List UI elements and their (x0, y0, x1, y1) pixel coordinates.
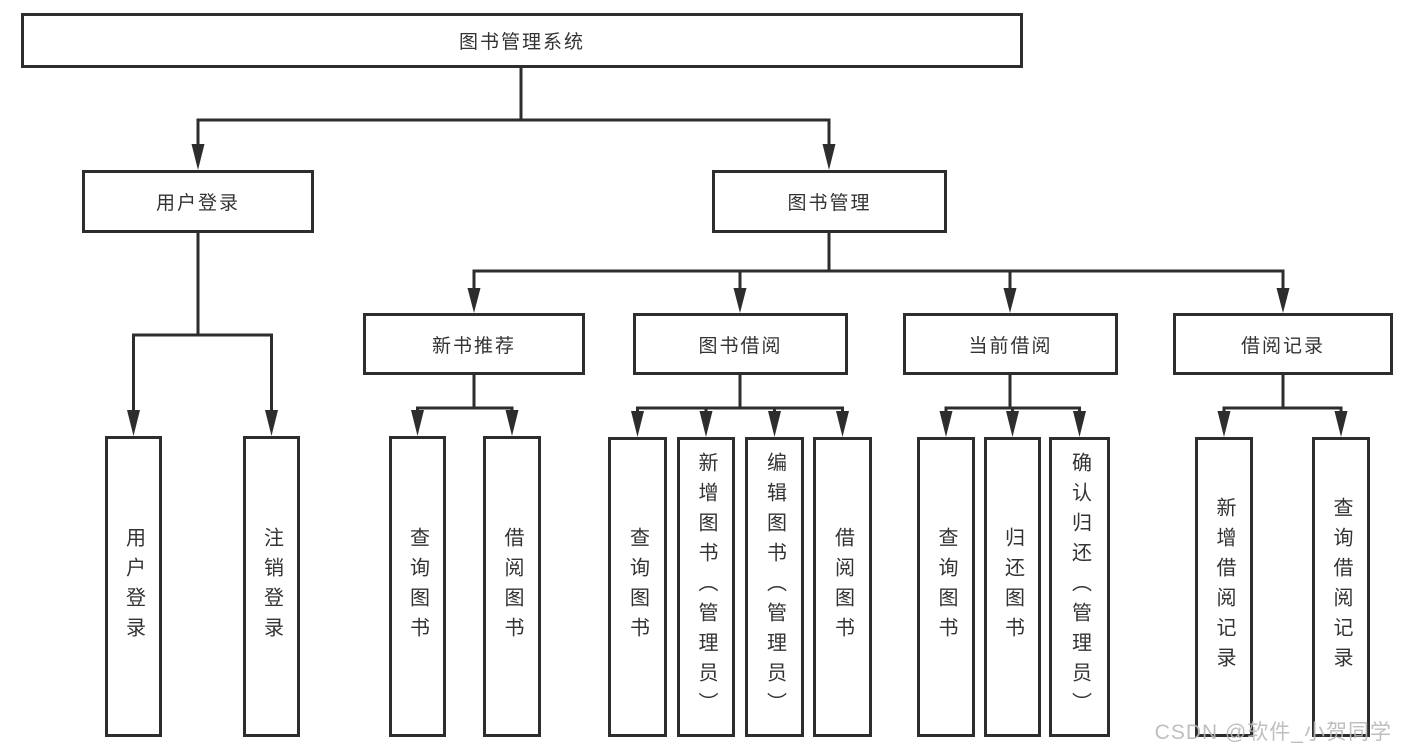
leaf-query-books-recommend: 查询图书 (389, 436, 446, 737)
node-label: 用户登录 (155, 193, 240, 214)
node-library-management-system: 图书管理系统 (21, 13, 1023, 68)
leaf-label: 查询借阅记录 (1330, 497, 1352, 677)
leaf-add-books-admin: 新增图书（管理员） (677, 437, 735, 737)
node-book-borrow: 图书借阅 (633, 313, 848, 375)
leaf-label: 注销登录 (260, 526, 283, 647)
node-current-borrow: 当前借阅 (903, 313, 1118, 375)
leaf-add-borrow-record: 新增借阅记录 (1195, 437, 1253, 737)
node-borrow-record: 借阅记录 (1173, 313, 1393, 375)
leaf-label: 编辑图书（管理员） (763, 452, 786, 722)
leaf-confirm-return-admin: 确认归还（管理员） (1049, 437, 1110, 737)
node-label: 图书借阅 (698, 335, 783, 357)
leaf-borrow-books: 借阅图书 (813, 437, 872, 737)
leaf-logout: 注销登录 (243, 436, 300, 737)
node-user-login: 用户登录 (82, 170, 314, 233)
node-label: 当前借阅 (968, 335, 1053, 357)
leaf-label: 用户登录 (122, 526, 145, 647)
node-label: 图书管理 (787, 193, 872, 214)
leaf-label: 查询图书 (935, 527, 957, 647)
leaf-label: 新增借阅记录 (1213, 497, 1235, 677)
node-book-management: 图书管理 (712, 170, 947, 233)
leaf-edit-books-admin: 编辑图书（管理员） (745, 437, 804, 737)
leaf-query-books-borrow: 查询图书 (608, 437, 667, 737)
leaf-user-login: 用户登录 (105, 436, 162, 737)
node-label: 新书推荐 (431, 335, 516, 357)
leaf-label: 查询图书 (626, 527, 649, 647)
leaf-label: 查询图书 (406, 526, 429, 647)
leaf-borrow-books-recommend: 借阅图书 (483, 436, 541, 737)
node-label: 借阅记录 (1240, 335, 1325, 357)
leaf-label: 新增图书（管理员） (695, 452, 717, 722)
leaf-label: 借阅图书 (831, 527, 854, 647)
leaf-label: 借阅图书 (501, 526, 523, 647)
leaf-return-books: 归还图书 (984, 437, 1041, 737)
node-new-book-recommend: 新书推荐 (363, 313, 585, 375)
leaf-label: 确认归还（管理员） (1068, 452, 1091, 722)
csdn-watermark: CSDN @软件_小贺同学 (1154, 721, 1392, 744)
leaf-query-books-current: 查询图书 (917, 437, 975, 737)
leaf-query-borrow-record: 查询借阅记录 (1312, 437, 1370, 737)
node-label: 图书管理系统 (458, 32, 585, 53)
leaf-label: 归还图书 (1001, 527, 1024, 647)
